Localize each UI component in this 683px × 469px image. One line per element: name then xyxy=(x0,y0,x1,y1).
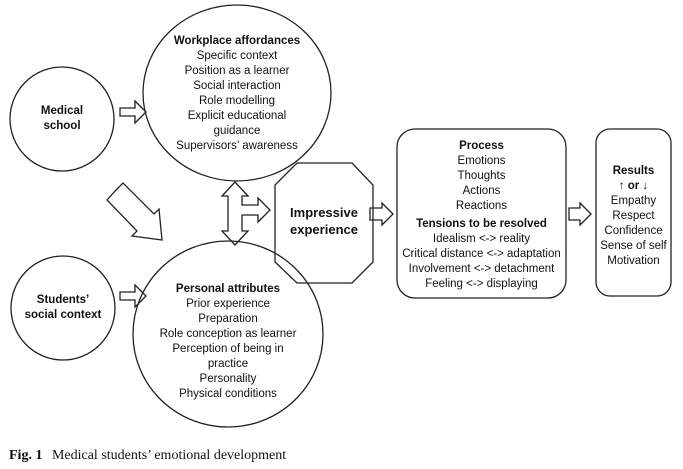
figure-caption: Fig. 1 Medical students’ emotional devel… xyxy=(9,448,286,464)
tension-item: Idealism <-> reality xyxy=(432,233,531,245)
arrow-medical-to-workplace xyxy=(119,99,147,125)
results-arrows: ↑ or ↓ xyxy=(618,180,649,192)
medical-school-line: school xyxy=(43,120,81,132)
personal-item: Perception of being in xyxy=(172,343,284,355)
workplace-text: Workplace affordances Specific context P… xyxy=(157,34,317,154)
personal-text: Personal attributes Prior experience Pre… xyxy=(143,282,313,402)
results-item: Motivation xyxy=(607,255,660,267)
impressive-line: Impressive xyxy=(290,205,358,220)
process-item: Emotions xyxy=(457,155,506,167)
workplace-circle xyxy=(142,4,332,182)
results-box xyxy=(595,128,672,297)
personal-item: Physical conditions xyxy=(179,388,277,400)
results-item: Respect xyxy=(612,210,655,222)
arrow-medical-to-personal xyxy=(106,182,163,241)
impressive-label: Impressive experience xyxy=(279,204,369,238)
medical-school-circle xyxy=(9,66,115,172)
tensions-title: Tensions to be resolved xyxy=(416,218,547,230)
tension-item: Critical distance <-> adaptation xyxy=(402,248,561,260)
caption-fig-label: Fig. 1 xyxy=(9,448,43,463)
arrow-workplace-personal-impressive xyxy=(220,181,271,246)
social-context-line: Students’ xyxy=(36,294,90,306)
results-item: Sense of self xyxy=(600,240,667,252)
results-item: Empathy xyxy=(610,195,657,207)
personal-item: Preparation xyxy=(198,313,258,325)
process-item: Reactions xyxy=(455,200,508,212)
social-context-circle xyxy=(10,255,116,361)
impressive-octagon xyxy=(274,162,374,284)
personal-title: Personal attributes xyxy=(175,283,281,295)
workplace-item: Position as a learner xyxy=(184,65,290,77)
personal-item: Role conception as learner xyxy=(159,328,297,340)
workplace-item: Specific context xyxy=(196,50,278,62)
workplace-item: Explicit educational xyxy=(187,110,287,122)
workplace-item: guidance xyxy=(213,125,261,137)
workplace-item: Supervisors’ awareness xyxy=(176,140,298,152)
tension-item: Feeling <-> displaying xyxy=(425,278,538,290)
caption-text: Medical students’ emotional development xyxy=(51,448,287,463)
workplace-title: Workplace affordances xyxy=(173,35,301,47)
results-item: Confidence xyxy=(604,225,663,237)
workplace-item: Social interaction xyxy=(193,80,281,92)
personal-circle xyxy=(132,240,324,428)
arrow-process-to-results xyxy=(568,201,592,227)
personal-item: practice xyxy=(207,358,249,370)
process-title: Process xyxy=(459,140,504,152)
workplace-item: Role modelling xyxy=(198,95,276,107)
tension-item: Involvement <-> detachment xyxy=(408,263,555,275)
process-item: Actions xyxy=(462,185,501,197)
results-text: Results ↑ or ↓ Empathy Respect Confidenc… xyxy=(596,164,671,269)
social-context-label: Students’ social context xyxy=(13,293,113,323)
arrow-impressive-to-process xyxy=(369,201,394,227)
process-item: Thoughts xyxy=(457,170,506,182)
medical-school-label: Medical school xyxy=(22,104,102,134)
arrow-social-to-personal xyxy=(119,283,147,309)
process-box xyxy=(396,128,567,299)
impressive-line: experience xyxy=(290,222,358,237)
process-text: Process Emotions Thoughts Actions Reacti… xyxy=(397,139,566,292)
personal-item: Prior experience xyxy=(186,298,270,310)
results-title: Results xyxy=(612,165,655,177)
social-context-line: social context xyxy=(24,309,102,321)
personal-item: Personality xyxy=(199,373,257,385)
medical-school-line: Medical xyxy=(40,105,84,117)
